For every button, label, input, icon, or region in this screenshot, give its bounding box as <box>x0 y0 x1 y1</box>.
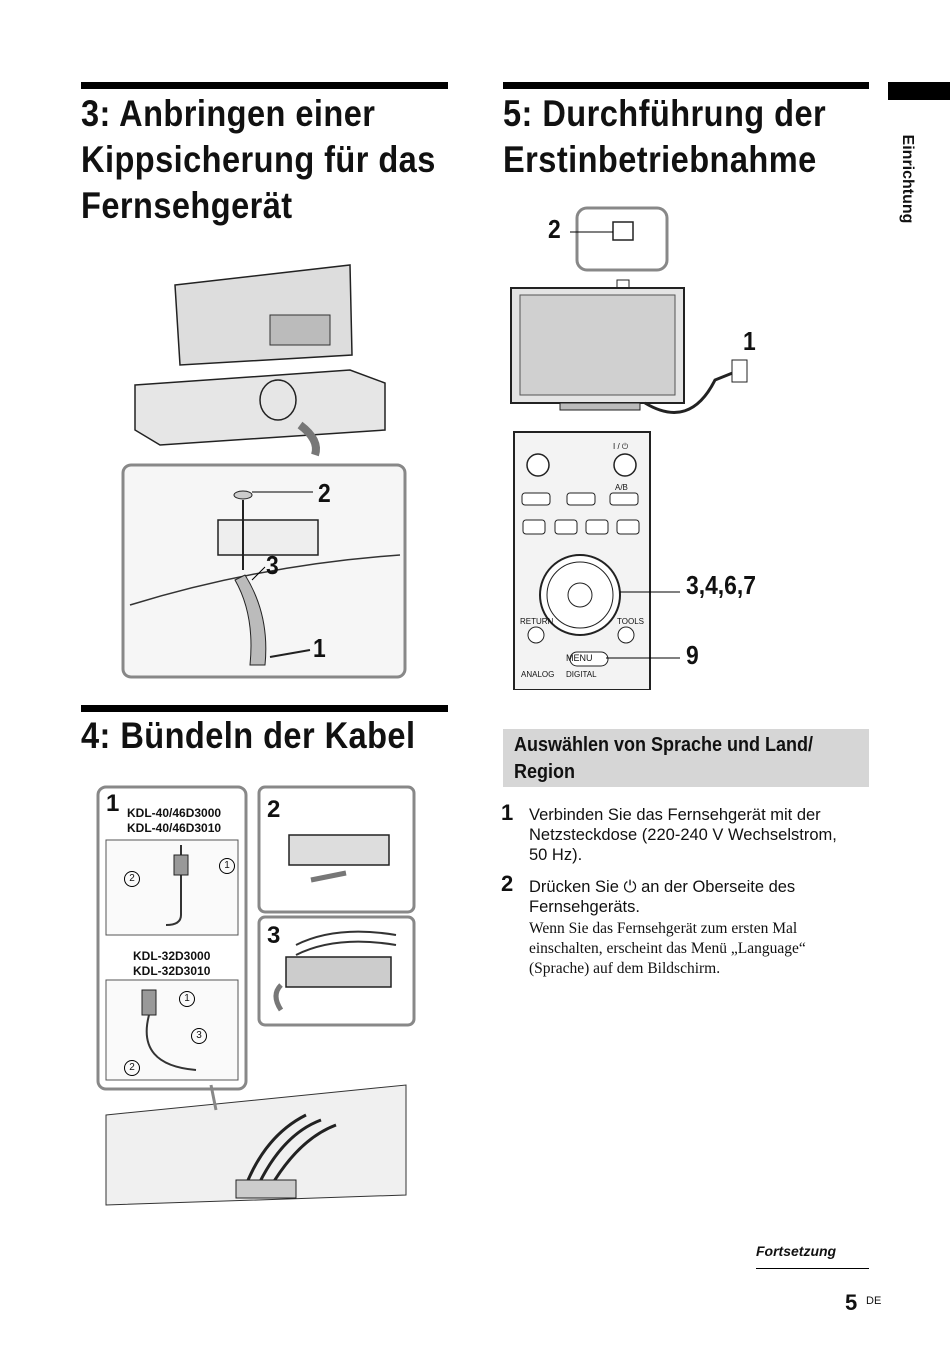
step-2-text: Drücken Sie ⏻ an der Oberseite des Ferns… <box>529 878 796 916</box>
remote-menu-label: MENU <box>566 653 593 663</box>
panel3-number: 3 <box>267 922 281 949</box>
section4-title: 4: Bündeln der Kabel <box>81 715 416 756</box>
step-1-text: Verbinden Sie das Fernsehgerät mit der N… <box>529 806 837 864</box>
remote-return-label: RETURN <box>520 617 554 626</box>
subsection-header: Auswählen von Sprache und Land/ Region <box>503 729 869 787</box>
remote-ab-label: A/B <box>615 483 628 492</box>
remote-analog-label: ANALOG <box>521 670 555 679</box>
remote-digital-label: DIGITAL <box>566 670 597 679</box>
remote-power-label: I / ⏻ <box>613 442 629 451</box>
section-tab-marker <box>888 82 950 100</box>
section3-title: 3: Anbringen einer Kippsicherung für das… <box>81 93 436 226</box>
panel1-models-a: KDL-40/46D3000 KDL-40/46D3010 <box>127 806 222 835</box>
circled-2-a: 2 <box>124 871 140 887</box>
page-language: DE <box>866 1295 882 1307</box>
first-setup-illustration <box>510 206 748 690</box>
circled-3-b: 3 <box>191 1028 207 1044</box>
section4-rule <box>81 705 448 712</box>
circled-2-b: 2 <box>124 1060 140 1076</box>
callout-1-mains-plug: 1 <box>743 326 756 356</box>
panel1-models-b: KDL-32D3000 KDL-32D3010 <box>133 949 211 978</box>
callout-3-belt: 3 <box>266 550 279 580</box>
remote-tools-label: TOOLS <box>617 617 644 626</box>
continued-label: Fortsetzung <box>756 1243 837 1259</box>
section3-rule <box>81 82 448 89</box>
step-2-number: 2 <box>501 871 514 896</box>
panel1-number: 1 <box>106 790 120 817</box>
cable-bundling-illustration <box>96 785 416 1206</box>
continued-underline <box>756 1268 869 1269</box>
section5-title: 5: Durchführung der Erstinbetriebnahme <box>503 93 827 180</box>
step-1-number: 1 <box>501 800 514 825</box>
tip-prevention-illustration <box>121 264 407 679</box>
callout-2-power-button: 2 <box>548 214 561 244</box>
circled-1-a: 1 <box>219 858 235 874</box>
step-2-note: Wenn Sie das Fernsehgerät zum ersten Mal… <box>529 920 806 977</box>
callout-9-menu: 9 <box>686 640 699 670</box>
panel2-number: 2 <box>267 796 281 823</box>
callout-2-screw: 2 <box>318 478 331 508</box>
section5-rule <box>503 82 869 89</box>
callout-1-wood-screw: 1 <box>313 633 326 663</box>
subsection-title: Auswählen von Sprache und Land/ Region <box>514 734 814 783</box>
circled-1-b: 1 <box>179 991 195 1007</box>
section-tab-label: Einrichtung <box>899 134 916 224</box>
page-number: 5 <box>845 1290 858 1315</box>
callout-3467-navigation: 3,4,6,7 <box>686 570 756 600</box>
